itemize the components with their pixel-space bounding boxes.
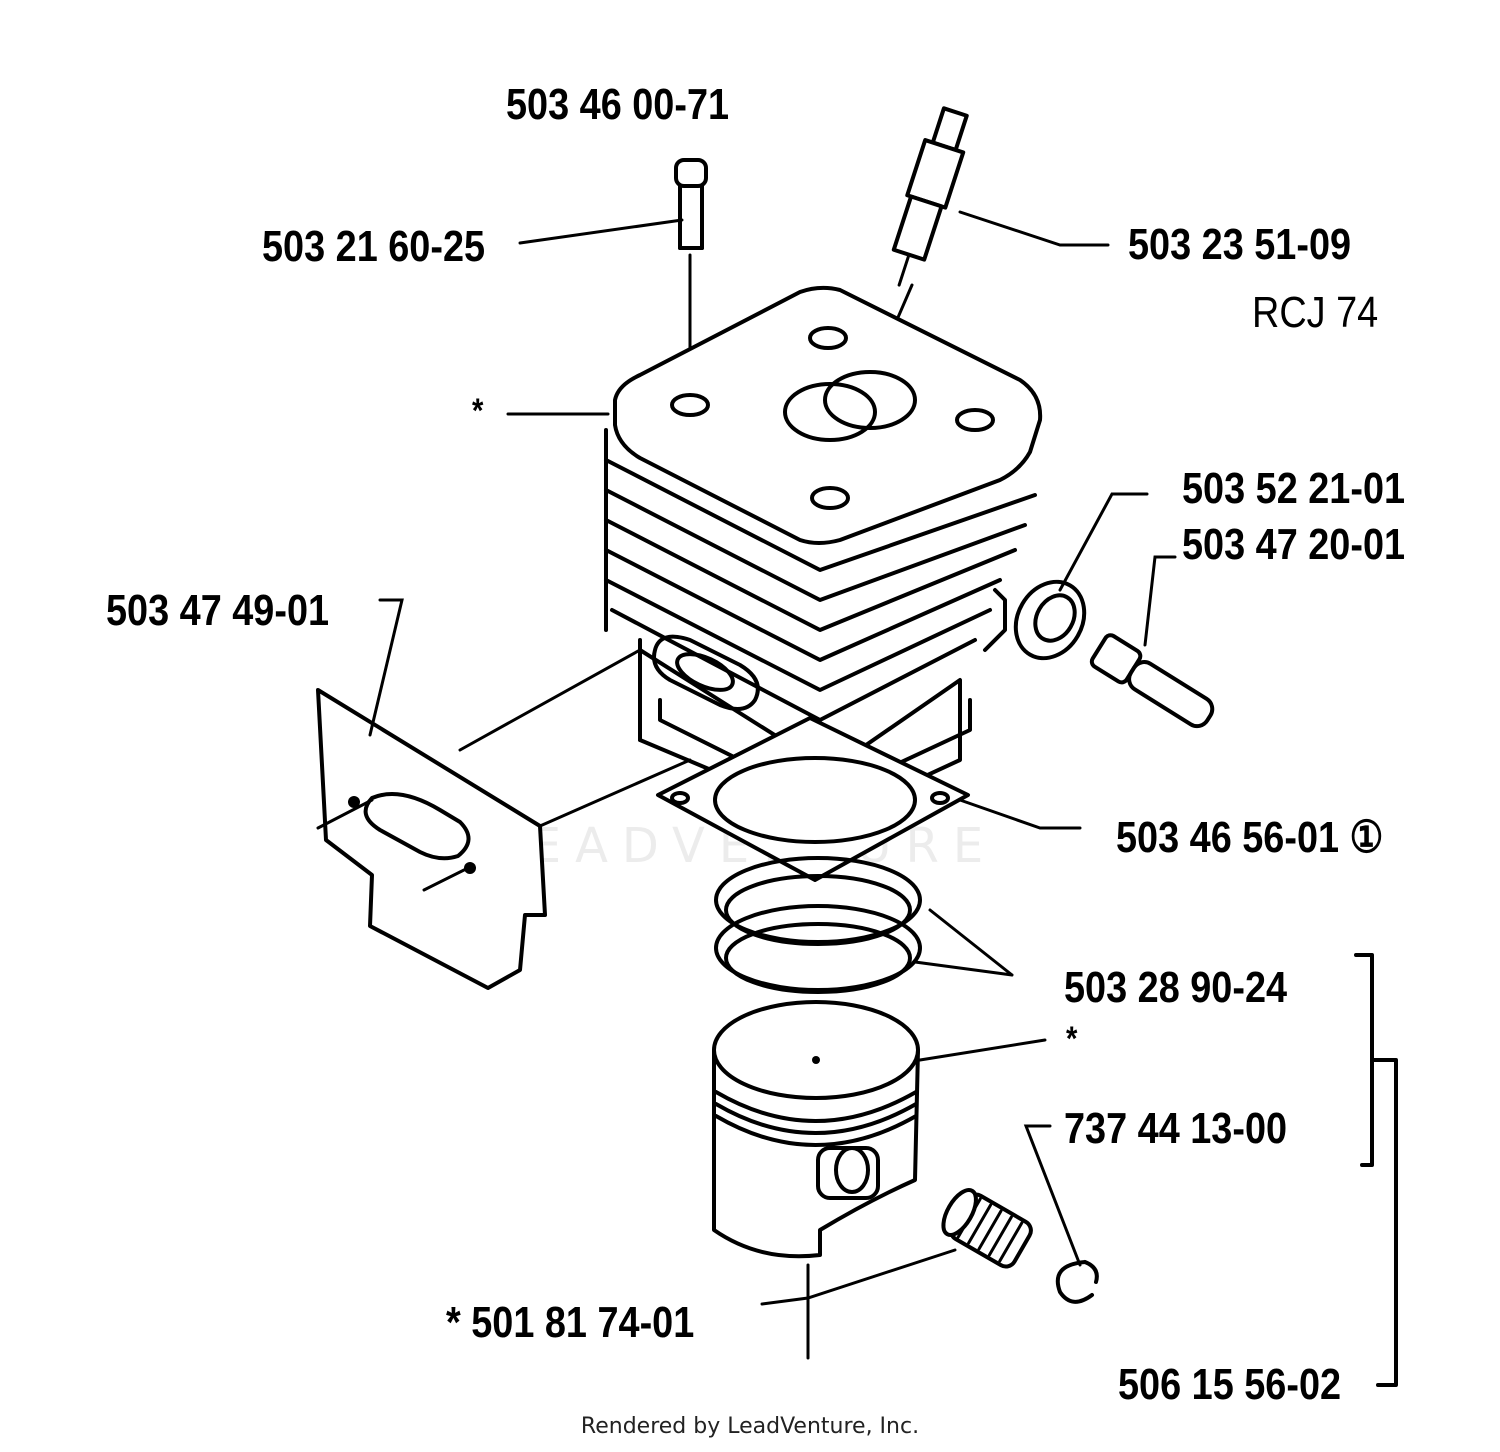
circlip-drawing [1055, 1260, 1099, 1304]
label-bolt: 503 46 00-71 [506, 80, 730, 129]
label-circlip: 737 44 13-00 [1064, 1104, 1288, 1153]
label-spark-plug: 503 23 51-09 [1128, 220, 1352, 269]
decompression-valve-drawing [1089, 633, 1215, 729]
label-piston-ring: 503 28 90-24 [1064, 963, 1288, 1012]
spark-plug-drawing [891, 106, 969, 287]
piston-rings-drawing [714, 856, 922, 994]
cylinder-gasket-drawing [656, 716, 970, 882]
piston-drawing [712, 1000, 920, 1360]
label-decompression-valve: 503 47 20-01 [1182, 520, 1406, 569]
label-washer: 503 21 60-25 [262, 222, 486, 271]
footer-credit: Rendered by LeadVenture, Inc. [580, 1414, 920, 1439]
label-muffler-gasket: 503 47 49-01 [106, 586, 330, 635]
label-cylinder-gasket: 503 46 56-01 ① [1116, 813, 1384, 862]
needle-bearing-drawing [941, 1188, 1033, 1269]
leader-lines [368, 210, 1398, 1387]
label-valve-cap: 503 52 21-01 [1182, 464, 1406, 513]
label-spark-plug-type: RCJ 74 [1252, 288, 1379, 337]
label-cylinder-star: * [472, 392, 484, 430]
label-piston-kit: 506 15 56-02 [1118, 1360, 1342, 1409]
label-needle-bearing: * 501 81 74-01 [446, 1298, 695, 1347]
valve-cap-drawing [1013, 579, 1087, 661]
label-piston-star: * [1066, 1020, 1078, 1058]
muffler-gasket-drawing [316, 688, 547, 990]
